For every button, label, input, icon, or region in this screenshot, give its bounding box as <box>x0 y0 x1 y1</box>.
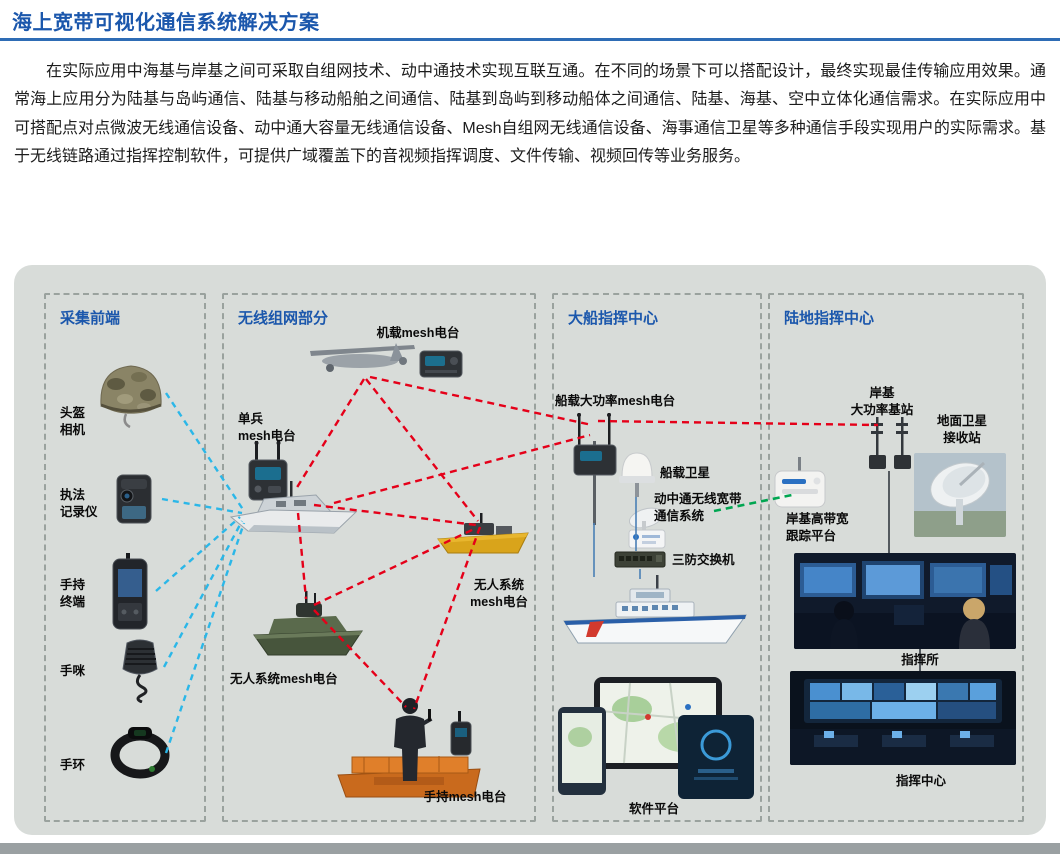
handheld-terminal-icon <box>106 553 154 631</box>
handheld-mesh-radio-icon <box>448 711 474 757</box>
panel-mesh-title: 无线组网部分 <box>238 310 329 327</box>
helmet-camera-label: 头盔 相机 <box>60 406 86 437</box>
bodycam-icon <box>110 470 160 528</box>
page-title: 海上宽带可视化通信系统解决方案 <box>12 12 320 34</box>
shore-base-station-label: 岸基 大功率基站 <box>850 386 914 417</box>
wristband-icon <box>108 725 172 781</box>
usv-mesh-right-label: 无人系统 mesh电台 <box>470 578 528 609</box>
airborne-mesh-radio-icon <box>418 347 464 379</box>
panel-ship-command: 大船指挥中心 <box>552 293 762 822</box>
software-platform-icon <box>558 677 754 799</box>
panel-land-command: 陆地指挥中心 <box>768 293 1024 822</box>
command-post-label: 指挥所 <box>901 653 939 667</box>
shore-tracking-device-icon <box>772 457 828 512</box>
panel-land-title: 陆地指挥中心 <box>784 310 875 327</box>
rugged-switch-label: 三防交换机 <box>672 553 735 567</box>
ground-satellite-station-label: 地面卫星 接收站 <box>936 414 987 445</box>
wristband-label: 手环 <box>60 758 86 772</box>
ground-satellite-dish-photo <box>914 453 1006 537</box>
ship-mesh-radio-label: 船载大功率mesh电台 <box>555 394 676 408</box>
hand-mic-icon <box>110 637 170 704</box>
system-diagram: 采集前端 无线组网部分 大船指挥中心 陆地指挥中心 头盔 相机 执法 记录仪 <box>14 265 1046 835</box>
handheld-terminal-label: 手持 终端 <box>60 578 86 609</box>
bottom-bar <box>0 843 1060 854</box>
patrol-ship-icon <box>560 573 752 651</box>
command-center-photo <box>790 671 1016 765</box>
hand-mic-label: 手咪 <box>60 664 86 678</box>
soldier-mesh-label: 单兵 mesh电台 <box>238 412 296 443</box>
uav-drone-icon <box>308 335 420 381</box>
title-divider <box>0 38 1060 41</box>
patrol-speedboat-icon <box>228 477 360 543</box>
yellow-usv-icon <box>434 513 534 559</box>
intro-paragraph: 在实际应用中海基与岸基之间可采取自组网技术、动中通技术实现互联互通。在不同的场景… <box>14 63 1046 166</box>
panel-ship-title: 大船指挥中心 <box>568 310 659 327</box>
soldier-mesh-radio-icon <box>246 441 290 503</box>
handheld-mesh-label: 手持mesh电台 <box>423 790 507 804</box>
ship-satellite-dome-icon <box>614 447 660 497</box>
bodycam-label: 执法 记录仪 <box>60 488 98 519</box>
handheld-operator-icon <box>386 697 436 783</box>
ship-mesh-radio-icon <box>570 413 620 525</box>
command-post-photo <box>794 553 1016 649</box>
helmet-camera-icon <box>92 357 170 429</box>
satcom-on-the-move-label: 动中通无线宽带 通信系统 <box>654 492 742 523</box>
panel-collection-title: 采集前端 <box>60 310 121 327</box>
ship-satellite-label: 船载卫星 <box>660 466 711 480</box>
shore-base-station-icon <box>864 417 918 475</box>
software-platform-label: 软件平台 <box>628 802 679 816</box>
usv-mesh-left-label: 无人系统mesh电台 <box>230 672 338 686</box>
rugged-switch-icon <box>614 549 666 569</box>
green-usv-icon <box>248 591 370 665</box>
shore-tracking-label: 岸基高带宽 跟踪平台 <box>786 512 849 543</box>
satcom-antenna-icon <box>622 503 672 553</box>
command-center-label: 指挥中心 <box>895 774 946 788</box>
airborne-mesh-label: 机载mesh电台 <box>376 326 460 340</box>
